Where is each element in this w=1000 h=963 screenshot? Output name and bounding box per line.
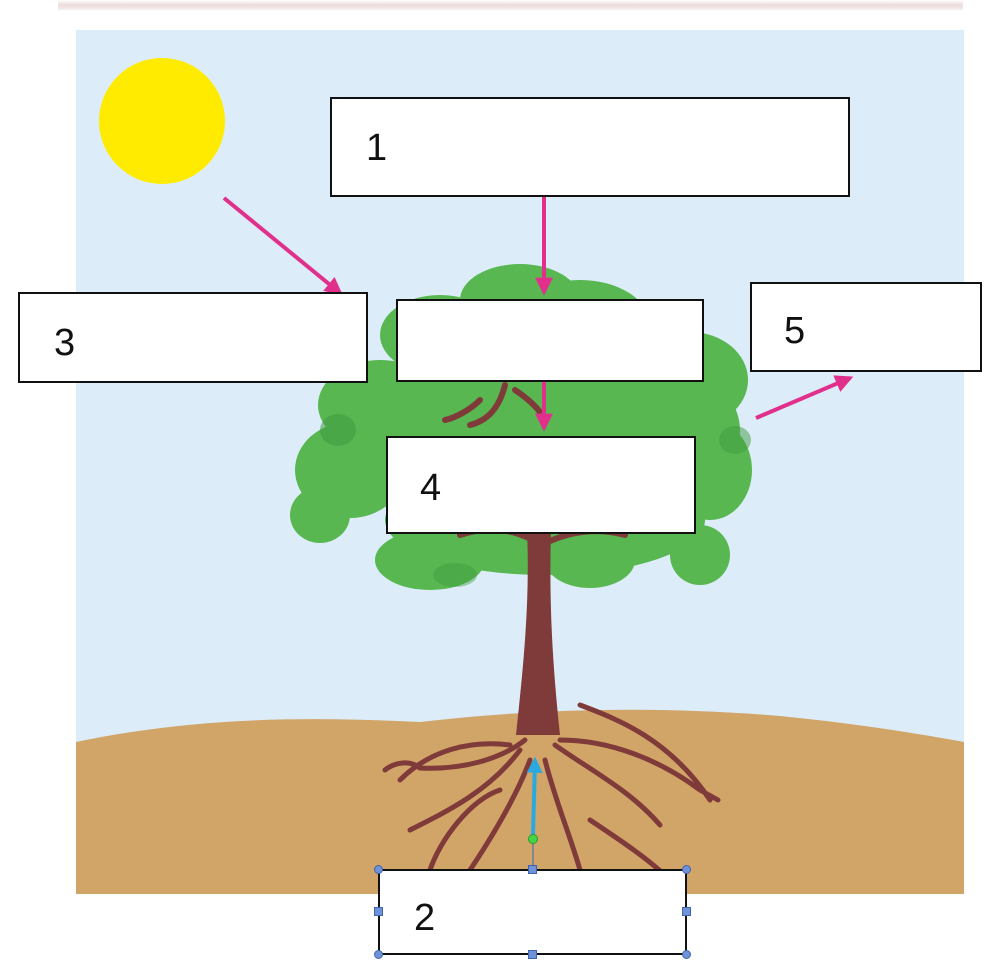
soil-ground: [76, 709, 964, 894]
label-number-1: 1: [366, 127, 388, 169]
label-box-3[interactable]: 3: [18, 292, 368, 383]
resize-handle-top-left[interactable]: [374, 865, 383, 874]
arrow-leaves-to-label5: [755, 375, 854, 420]
sun: [99, 58, 225, 184]
arrow-roots-up: [526, 756, 543, 836]
label-box-2-selected[interactable]: 2: [378, 869, 687, 955]
arrow-sun-to-leaves: [222, 196, 343, 296]
label-number-4: 4: [420, 467, 442, 509]
label-box-4[interactable]: 4: [386, 436, 696, 534]
label-box-blank[interactable]: [396, 299, 704, 382]
label-box-5[interactable]: 5: [750, 282, 982, 372]
resize-handle-middle-right[interactable]: [682, 907, 691, 916]
resize-handle-bottom-center[interactable]: [528, 950, 537, 959]
rotate-handle[interactable]: [528, 834, 538, 844]
label-number-3: 3: [54, 322, 76, 364]
tree-trunk: [516, 530, 560, 735]
resize-handle-top-center[interactable]: [528, 865, 537, 874]
resize-handle-bottom-left[interactable]: [374, 950, 383, 959]
label-number-5: 5: [784, 310, 806, 352]
label-number-2: 2: [414, 897, 436, 939]
label-box-1[interactable]: 1: [330, 97, 850, 197]
resize-handle-middle-left[interactable]: [374, 907, 383, 916]
resize-handle-top-right[interactable]: [682, 865, 691, 874]
resize-handle-bottom-right[interactable]: [682, 950, 691, 959]
top-border-strip: [58, 0, 963, 11]
